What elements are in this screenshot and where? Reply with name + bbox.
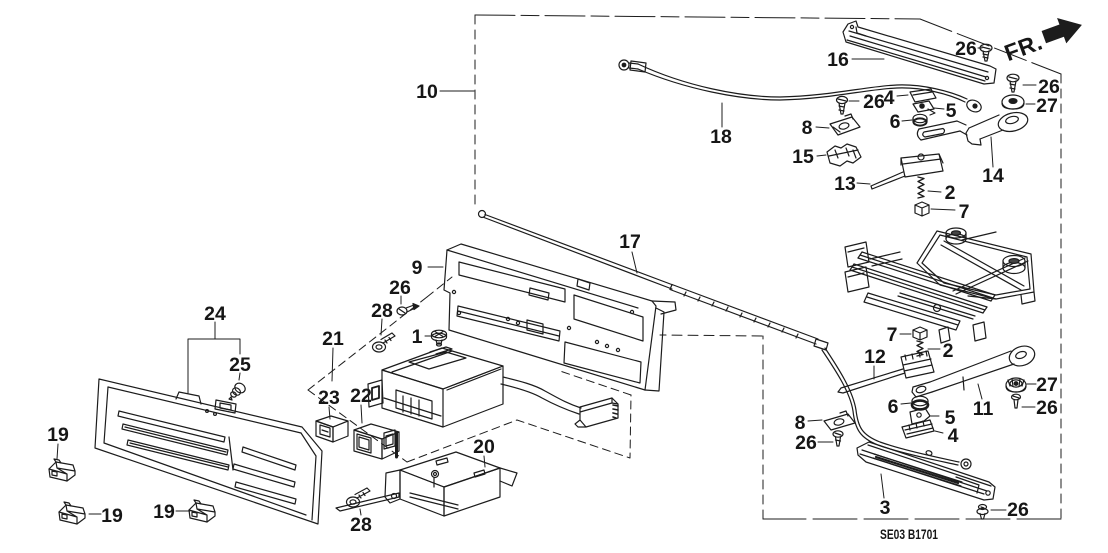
- svg-text:26: 26: [1038, 76, 1060, 98]
- svg-text:19: 19: [47, 424, 69, 446]
- svg-text:21: 21: [322, 328, 344, 350]
- svg-text:7: 7: [959, 201, 970, 223]
- svg-text:27: 27: [1036, 95, 1058, 117]
- svg-text:26: 26: [863, 91, 885, 113]
- svg-text:26: 26: [1007, 499, 1029, 521]
- svg-text:13: 13: [834, 173, 856, 195]
- svg-text:26: 26: [389, 277, 411, 299]
- svg-text:12: 12: [864, 346, 886, 368]
- svg-text:10: 10: [416, 81, 438, 103]
- svg-text:28: 28: [371, 300, 393, 322]
- svg-text:15: 15: [792, 146, 814, 168]
- svg-text:26: 26: [795, 432, 817, 454]
- svg-text:18: 18: [710, 126, 732, 148]
- svg-text:22: 22: [350, 385, 372, 407]
- svg-text:SE03 B1701: SE03 B1701: [880, 527, 938, 542]
- svg-text:17: 17: [619, 231, 641, 253]
- svg-text:23: 23: [318, 387, 340, 409]
- svg-text:5: 5: [946, 100, 957, 122]
- svg-text:20: 20: [473, 436, 495, 458]
- svg-text:8: 8: [795, 412, 806, 434]
- svg-text:4: 4: [884, 87, 895, 109]
- svg-text:25: 25: [229, 354, 251, 376]
- svg-text:28: 28: [350, 514, 372, 536]
- svg-text:11: 11: [973, 398, 994, 420]
- svg-text:1: 1: [412, 326, 423, 348]
- svg-text:6: 6: [888, 396, 899, 418]
- svg-text:19: 19: [101, 505, 123, 527]
- svg-text:6: 6: [890, 111, 901, 133]
- svg-text:5: 5: [945, 407, 956, 429]
- svg-text:3: 3: [880, 497, 891, 519]
- svg-text:8: 8: [802, 117, 813, 139]
- svg-text:19: 19: [153, 501, 175, 523]
- svg-text:2: 2: [943, 340, 954, 362]
- svg-text:14: 14: [982, 165, 1004, 187]
- svg-text:24: 24: [204, 303, 226, 325]
- svg-text:16: 16: [827, 49, 849, 71]
- svg-text:4: 4: [948, 425, 959, 447]
- svg-text:26: 26: [955, 38, 977, 60]
- svg-text:7: 7: [887, 324, 898, 346]
- svg-text:26: 26: [1036, 397, 1058, 419]
- svg-text:27: 27: [1036, 374, 1058, 396]
- svg-text:9: 9: [412, 257, 423, 279]
- svg-text:2: 2: [945, 182, 956, 204]
